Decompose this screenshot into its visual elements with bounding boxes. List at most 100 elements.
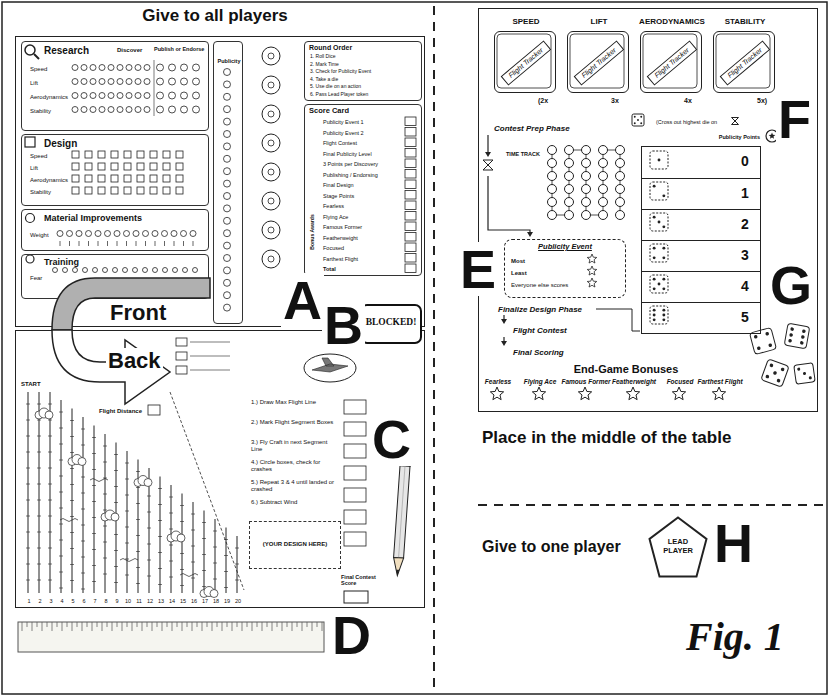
segment-tick bbox=[158, 488, 162, 489]
text-label: Everyone else scores bbox=[511, 282, 568, 289]
text-label: Publicity Event 1 bbox=[323, 119, 364, 125]
callout-letter: D bbox=[330, 608, 373, 662]
logo-badge bbox=[304, 354, 356, 382]
result-box bbox=[344, 488, 366, 502]
die-pip bbox=[803, 372, 806, 375]
time-track-space bbox=[599, 159, 608, 168]
score-box bbox=[405, 212, 416, 221]
flight-segment-line bbox=[215, 519, 216, 593]
segment-tick bbox=[191, 530, 195, 531]
weight-tick bbox=[126, 241, 127, 246]
die-icon bbox=[650, 182, 668, 200]
segment-tick bbox=[59, 588, 63, 589]
score-box bbox=[405, 138, 416, 147]
segment-tick bbox=[37, 420, 41, 421]
segment-tick bbox=[158, 584, 162, 585]
ruler-tick bbox=[137, 622, 138, 627]
publicity-track-table: Publicity Points012345 bbox=[641, 146, 761, 334]
die-face bbox=[650, 244, 668, 262]
segment-tick bbox=[202, 570, 206, 571]
text-label: Discover bbox=[117, 47, 142, 54]
cloud-puff bbox=[144, 479, 152, 487]
training-slot bbox=[268, 198, 274, 204]
design-area: (YOUR DESIGN HERE) bbox=[249, 521, 341, 569]
training-dot bbox=[73, 268, 78, 273]
time-track-space bbox=[548, 146, 557, 155]
die-icon bbox=[650, 306, 668, 324]
segment-tick bbox=[92, 485, 96, 486]
score-box bbox=[405, 180, 416, 189]
ruler-tick bbox=[92, 622, 93, 631]
magnifier-icon bbox=[25, 45, 35, 55]
flow-line bbox=[503, 315, 504, 319]
training-slot bbox=[262, 76, 280, 94]
segment-tick bbox=[103, 526, 107, 527]
die-pip bbox=[662, 309, 665, 312]
die-pip bbox=[769, 363, 774, 368]
design-box bbox=[163, 163, 170, 170]
design-box bbox=[150, 175, 157, 182]
result-box bbox=[344, 591, 368, 603]
text-label: 6 bbox=[80, 598, 88, 604]
segment-tick bbox=[92, 581, 96, 582]
text-label: Publicity bbox=[214, 58, 244, 64]
ruler-tick bbox=[157, 622, 158, 627]
segment-tick bbox=[147, 560, 151, 561]
segment-tick bbox=[235, 564, 239, 565]
score-box bbox=[405, 191, 416, 200]
game-board: Contest Prep Phase(Cross out highest die… bbox=[478, 8, 818, 412]
ruler-tick bbox=[202, 622, 203, 631]
ruler-tick bbox=[212, 622, 213, 631]
text-label: 13 bbox=[157, 598, 165, 604]
research-dot bbox=[181, 92, 188, 99]
segment-tick bbox=[92, 549, 96, 550]
segment-tick bbox=[59, 492, 63, 493]
training-slot bbox=[262, 134, 280, 152]
segment-tick bbox=[169, 545, 173, 546]
design-box bbox=[111, 151, 118, 158]
design-box bbox=[163, 175, 170, 182]
ruler-tick bbox=[32, 622, 33, 631]
ruler-tick bbox=[207, 622, 208, 627]
research-dot bbox=[108, 79, 114, 85]
segment-tick bbox=[70, 420, 74, 421]
formula-line bbox=[190, 342, 230, 343]
segment-tick bbox=[81, 429, 85, 430]
die-pip bbox=[662, 314, 665, 317]
ruler-tick bbox=[112, 622, 113, 631]
time-track-space bbox=[616, 159, 625, 168]
segment-tick bbox=[48, 500, 52, 501]
segment-tick bbox=[114, 550, 118, 551]
text-label: 2 bbox=[36, 598, 44, 604]
segment-tick bbox=[48, 452, 52, 453]
text-label: Aerodynamics bbox=[30, 177, 68, 184]
flight-segment-line bbox=[204, 511, 205, 594]
ruler-tick bbox=[62, 622, 63, 631]
text-label: 15 bbox=[179, 598, 187, 604]
publicity-dot bbox=[224, 168, 231, 175]
die-pip bbox=[801, 335, 805, 339]
research-dot bbox=[81, 65, 87, 71]
flight-tracker-card: LIFTFlight Tracker bbox=[567, 31, 629, 93]
player-sheet-front: AResearchDiscoverPublish or EndorseSpeed… bbox=[15, 36, 425, 327]
logo-plane bbox=[312, 358, 348, 372]
flight-segment-line bbox=[83, 417, 84, 593]
design-section: DesignSpeedLiftAerodynamicsStability bbox=[21, 134, 209, 206]
text-label: Publicity Event bbox=[505, 243, 625, 252]
segment-tick bbox=[92, 517, 96, 518]
formula-box bbox=[176, 352, 187, 360]
section-heading: Design bbox=[44, 138, 77, 150]
text-label: Final Publicity Level bbox=[323, 151, 372, 157]
text-label: 5.) Repeat 3 & 4 until landed or crashed bbox=[251, 479, 339, 493]
text-label: Famous Former bbox=[561, 378, 611, 385]
die-pip bbox=[765, 332, 769, 336]
segment-tick bbox=[81, 477, 85, 478]
time-track-space bbox=[599, 185, 608, 194]
die-pip bbox=[662, 278, 665, 281]
text-label: 2 bbox=[735, 216, 755, 232]
segment-tick bbox=[191, 514, 195, 515]
time-track-space bbox=[599, 146, 608, 155]
die-icon bbox=[650, 244, 668, 262]
weight-dot bbox=[67, 231, 73, 237]
segment-tick bbox=[70, 564, 74, 565]
